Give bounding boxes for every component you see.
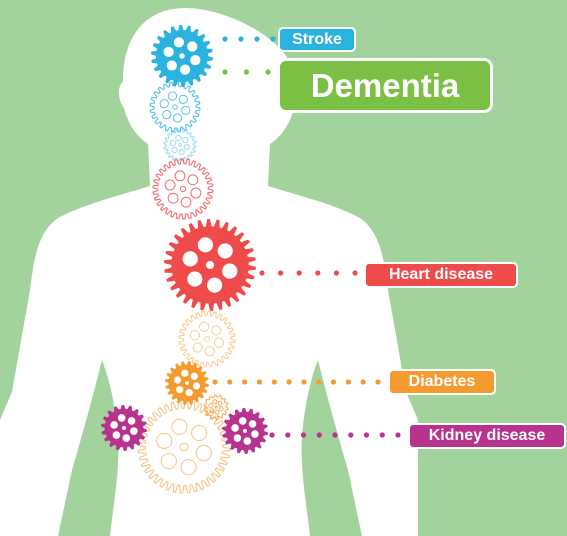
connector-dot <box>222 69 227 74</box>
diabetes-label: Diabetes <box>388 369 496 395</box>
connector-dot <box>227 379 232 384</box>
connector-dot <box>395 432 400 437</box>
connector-dot <box>257 379 262 384</box>
connector-dot <box>265 69 270 74</box>
connector-dot <box>316 379 321 384</box>
connector-dot <box>212 379 217 384</box>
heart-disease-label: Heart disease <box>364 262 518 288</box>
connector-dot <box>301 379 306 384</box>
connector-dot <box>334 270 339 275</box>
connector-dot <box>332 432 337 437</box>
connector-dot <box>346 379 351 384</box>
connector-dot <box>301 432 306 437</box>
connector-dot <box>315 270 320 275</box>
connector-dot <box>348 432 353 437</box>
connector-dot <box>285 432 290 437</box>
connector-dot <box>331 379 336 384</box>
connector-dot <box>244 69 249 74</box>
connector-dot <box>254 36 259 41</box>
connector-dot <box>297 270 302 275</box>
dementia-label: Dementia <box>277 58 493 113</box>
connector-dot <box>238 36 243 41</box>
connector-dot <box>222 36 227 41</box>
connector-dot <box>278 270 283 275</box>
connector-dot <box>242 379 247 384</box>
connector-dot <box>375 379 380 384</box>
connector-dot <box>269 432 274 437</box>
connector-dot <box>270 36 275 41</box>
connector-dot <box>364 432 369 437</box>
stroke-label: Stroke <box>278 27 356 52</box>
connector-dot <box>259 270 264 275</box>
connector-dot <box>317 432 322 437</box>
connector-dot <box>361 379 366 384</box>
gear-icon <box>165 361 209 405</box>
kidney-disease-label: Kidney disease <box>408 423 566 449</box>
connector-dot <box>352 270 357 275</box>
connector-dot <box>380 432 385 437</box>
connector-dot <box>287 379 292 384</box>
connector-dot <box>272 379 277 384</box>
